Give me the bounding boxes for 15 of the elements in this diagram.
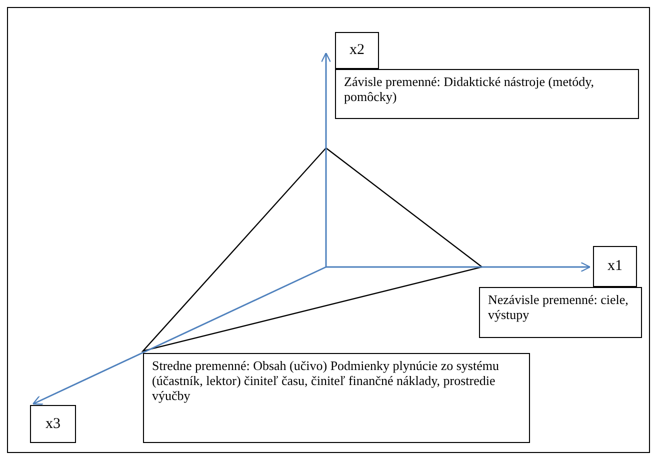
- axis-arrow: [326, 262, 591, 272]
- axis-label-box: [30, 405, 76, 443]
- axis-label-box: [593, 246, 637, 287]
- axis-label-box: [335, 32, 379, 69]
- variable-description: Stredne premenné: Obsah (učivo) Podmienky plynúcie zo systému (účastník, lektor) činiteľ času, činiteľ finančné náklady, prostredie výučby: [152, 358, 500, 403]
- axis-arrow: [320, 52, 332, 267]
- axis-arrow: [32, 266, 326, 405]
- variable-description: Závisle premenné: Didaktické nástroje (metódy, pomôcky): [344, 74, 596, 104]
- text-box: [479, 287, 642, 338]
- axis-label: x2: [350, 43, 364, 58]
- axis-label: x3: [46, 416, 60, 432]
- text-box: [143, 353, 530, 443]
- variable-description: Nezávisle premenné: ciele, výstupy: [488, 292, 630, 322]
- axis-label: x1: [608, 259, 622, 274]
- text-box: [335, 69, 639, 119]
